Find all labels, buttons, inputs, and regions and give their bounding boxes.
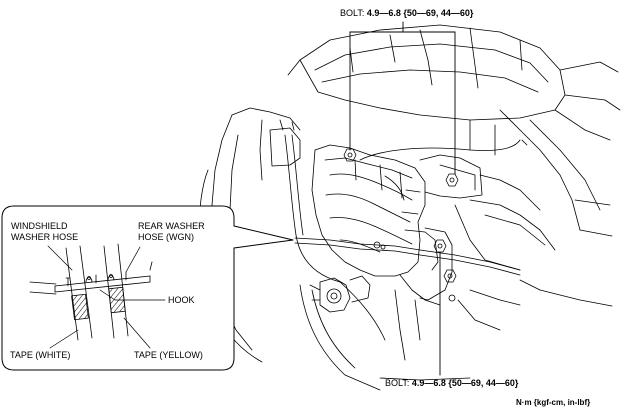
torque-leader-top — [349, 21, 456, 175]
bolt-bottom-lower — [443, 269, 457, 283]
torque-label-bottom: BOLT: 4.9—6.8 {50—69, 44—60} — [385, 378, 518, 388]
detail-tape-white — [71, 293, 89, 321]
washer-hoses — [284, 134, 528, 341]
torque-label-top: BOLT: 4.9—6.8 {50—69, 44—60} — [340, 8, 473, 18]
hook-label: HOOK — [168, 295, 195, 305]
detail-hooks — [85, 274, 115, 283]
bolt-bottom-upper — [433, 239, 447, 253]
torque-units: N·m {kgf-cm, in-lbf} — [516, 398, 591, 407]
rear-hose-label-2: HOSE (WGN) — [138, 232, 194, 242]
tank-bracket — [399, 154, 483, 306]
torque-bottom-prefix: BOLT: — [385, 378, 412, 388]
tape-white-label: TAPE (WHITE) — [10, 350, 71, 360]
torque-top-prefix: BOLT: — [340, 8, 367, 18]
windshield-hose-label-1: WINDSHIELD — [11, 221, 68, 231]
detail-hose-windshield — [65, 245, 93, 341]
washer-tank — [311, 144, 426, 277]
bolt-top-right — [445, 173, 459, 187]
detail-hook-strip — [29, 261, 153, 295]
detail-callout — [1, 205, 294, 371]
lower-body — [299, 284, 521, 391]
washer-pump — [309, 275, 371, 313]
bolt-top-left — [343, 148, 357, 162]
torque-bottom-value: 4.9—6.8 {50—69, 44—60} — [411, 378, 519, 388]
rear-hose-label-1: REAR WASHER — [138, 221, 205, 231]
tape-yellow-label: TAPE (YELLOW) — [134, 350, 203, 360]
torque-top-value: 4.9—6.8 {50—69, 44—60} — [366, 8, 474, 18]
headlamp-housing — [287, 24, 621, 141]
windshield-hose-label-2: WASHER HOSE — [11, 232, 79, 242]
engine-bay — [454, 109, 613, 307]
detail-leaders — [47, 245, 166, 349]
